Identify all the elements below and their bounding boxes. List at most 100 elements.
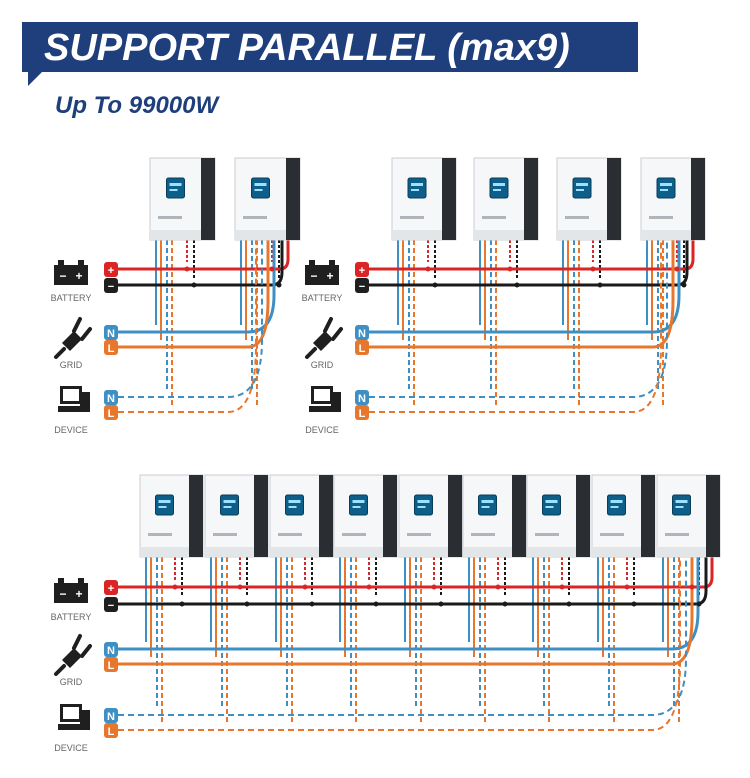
device-neutral-bus (369, 240, 668, 398)
inverter-bottom (592, 547, 641, 557)
junction-dot (269, 266, 275, 272)
device-neutral-bus (118, 557, 687, 716)
device-l-terminal-label: L (359, 408, 366, 420)
inverter-bottom (392, 230, 442, 240)
grid-n-terminal: N (104, 642, 118, 657)
device-tower (331, 392, 341, 412)
junction-dot (514, 282, 520, 288)
inverter-screen (285, 494, 304, 516)
inverter-side-panel (691, 158, 705, 240)
grid-n-terminal-block (104, 642, 118, 657)
battery-plus-terminal: + (355, 262, 369, 277)
battery-icon-plus: + (75, 269, 82, 283)
screen-digits (675, 506, 684, 508)
device-l-terminal-block (104, 405, 118, 420)
device-screen (63, 389, 79, 401)
inverter-bottom (205, 547, 254, 557)
screen-digits (576, 183, 588, 186)
screen-digits (610, 506, 619, 508)
device-n-terminal: N (355, 390, 369, 405)
inverter-brand-plate (400, 216, 424, 219)
battery-minus-terminal-label: − (108, 600, 114, 612)
battery-negative-bus (369, 240, 689, 287)
device-l-terminal: L (104, 405, 118, 420)
battery-icon: −+ (54, 578, 88, 603)
device-label: DEVICE (54, 425, 88, 435)
inverter-side-panel (512, 475, 526, 557)
inverter-side-panel (383, 475, 397, 557)
battery-icon: −+ (54, 260, 88, 285)
screen-digits (545, 506, 554, 508)
device-n-terminal: N (104, 390, 118, 405)
junction-dot (302, 584, 308, 590)
banner-tail (28, 72, 42, 86)
grid-label: GRID (311, 360, 334, 370)
screen-digits (352, 500, 365, 503)
battery-minus-terminal-label: − (108, 281, 114, 293)
inverter-unit (204, 474, 269, 558)
battery-plus-terminal-label: + (108, 265, 114, 277)
battery-plus-terminal-label: + (108, 583, 114, 595)
screen-digits (158, 500, 171, 503)
battery-minus-terminal-block (104, 597, 118, 612)
inverter-bottom (474, 230, 524, 240)
junction-dot (566, 601, 572, 607)
grid-n-terminal-label: N (107, 328, 115, 340)
junction-dot (559, 584, 565, 590)
inverter-brand-plate (535, 533, 559, 536)
screen-digits (223, 506, 232, 508)
battery-icon-plus: + (326, 269, 333, 283)
screen-digits (169, 189, 178, 191)
battery-plus-terminal-label: + (359, 265, 365, 277)
junction-dot (276, 282, 282, 288)
grid-n-terminal-label: N (107, 645, 115, 657)
inverter-side-panel (254, 475, 268, 557)
inverter-unit (391, 157, 457, 241)
junction-dot (184, 266, 190, 272)
junction-dot (696, 601, 702, 607)
inverter-unit (556, 157, 622, 241)
page-title: SUPPORT PARALLEL (max9) (44, 27, 570, 69)
device-l-terminal: L (355, 405, 369, 420)
inverter-brand-plate (342, 533, 366, 536)
inverter-screen (572, 177, 592, 199)
inverter-unit (333, 474, 398, 558)
device-keyboard (58, 406, 82, 412)
plug-cord (305, 347, 317, 359)
screen-digits (660, 183, 672, 186)
grid-plug-icon (305, 317, 343, 359)
device-icon (309, 386, 341, 412)
inverter-bottom (235, 230, 286, 240)
device-keyboard (58, 724, 82, 730)
inverter-brand-plate (407, 533, 431, 536)
inverter-screen (251, 177, 270, 199)
screen-digits (158, 506, 167, 508)
battery-icon-terminal (58, 578, 64, 583)
inverter-unit (462, 474, 527, 558)
inverter-side-panel (448, 475, 462, 557)
grid-n-terminal-block (104, 325, 118, 340)
battery-icon-terminal (78, 260, 84, 265)
battery-icon-terminal (78, 578, 84, 583)
junction-dot (495, 584, 501, 590)
screen-digits (254, 189, 263, 191)
inverter-brand-plate (600, 533, 624, 536)
inverter-bottom (399, 547, 448, 557)
device-line-bus (118, 240, 257, 413)
junction-dot (179, 601, 185, 607)
junction-dot (438, 601, 444, 607)
inverter-side-panel (706, 475, 720, 557)
inverter-side-panel (576, 475, 590, 557)
plug-body (62, 331, 82, 351)
inverter-brand-plate (649, 216, 673, 219)
inverter-unit (656, 474, 721, 558)
inverter-bottom (463, 547, 512, 557)
page-subtitle: Up To 99000W (55, 92, 219, 119)
inverter-side-panel (201, 158, 215, 240)
battery-positive-bus (369, 240, 695, 271)
inverter-unit (234, 157, 301, 241)
junction-dot (172, 584, 178, 590)
battery-minus-terminal: − (355, 278, 369, 293)
inverter-unit (149, 157, 216, 241)
